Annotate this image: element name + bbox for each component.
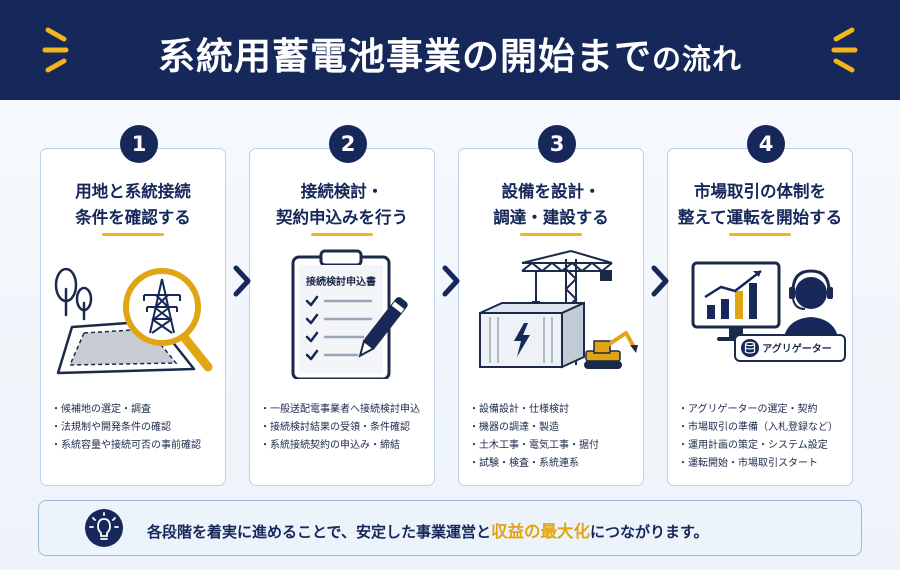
summary-highlight: 収益の最大化 <box>490 522 590 541</box>
page-title: 系統用蓄電池事業の開始までの流れ <box>0 26 900 80</box>
document-label: 接続検討申込書 <box>306 275 376 288</box>
step-title-line: 条件を確認する <box>75 208 191 227</box>
step-bullet-list: ・設備設計・仕様検討 ・機器の調達・製造 ・土木工事・電気工事・据付 ・試験・検… <box>469 401 637 473</box>
list-item: ・一般送配電事業者へ接続検討申込 <box>260 404 420 415</box>
step-number-badge: 2 <box>329 125 367 163</box>
list-item: ・運転開始・市場取引スタート <box>678 458 818 469</box>
page-title-tail: の流れ <box>651 42 742 76</box>
list-item: ・設備設計・仕様検討 <box>469 404 569 415</box>
burst-lines-icon <box>831 27 858 73</box>
list-item: ・法規制や開発条件の確認 <box>51 422 171 433</box>
step-title: 接続検討・ 契約申込みを行う <box>250 179 434 231</box>
list-item: ・接続検討結果の受領・条件確認 <box>260 422 410 433</box>
list-item: ・候補地の選定・調査 <box>51 404 151 415</box>
chevron-right-icon <box>233 265 251 297</box>
step-title: 用地と系統接続 条件を確認する <box>41 179 225 231</box>
page-title-main: 系統用蓄電池事業の開始まで <box>157 35 652 78</box>
summary-text-before: 各段階を着実に進めることで、安定した事業運営と <box>147 523 491 541</box>
step-number-badge: 4 <box>747 125 785 163</box>
step-card-2: 接続検討・ 契約申込みを行う 接続検討申込書 ・一般送配電事業者へ接続検討申込 … <box>249 148 435 486</box>
header-banner: 系統用蓄電池事業の開始までの流れ <box>0 0 900 100</box>
step-card-3: 設備を設計・ 調達・建設する <box>458 148 644 486</box>
summary-footer: 各段階を着実に進めることで、安定した事業運営と収益の最大化につながります。 <box>38 500 862 556</box>
step-title-line: 整えて運転を開始する <box>677 208 843 227</box>
list-item: ・機器の調達・製造 <box>469 422 559 433</box>
step-bullet-list: ・候補地の選定・調査 ・法規制や開発条件の確認 ・系統容量や接続可否の事前確認 <box>51 401 219 455</box>
step-title-line: 用地と系統接続 <box>75 182 191 201</box>
aggregator-badge-label: アグリゲーター <box>762 342 832 355</box>
title-underline <box>729 233 791 236</box>
burst-lines-icon <box>42 27 69 73</box>
list-item: ・市場取引の準備（入札登録など） <box>678 422 838 433</box>
map-magnifier-pylon-icon <box>54 267 213 375</box>
summary-text: 各段階を着実に進めることで、安定した事業運営と収益の最大化につながります。 <box>147 518 708 542</box>
list-item: ・系統容量や接続可否の事前確認 <box>51 440 201 451</box>
step-title: 市場取引の体制を 整えて運転を開始する <box>668 179 852 231</box>
list-item: ・土木工事・電気工事・据付 <box>469 440 599 451</box>
step-title-line: 設備を設計・ <box>501 182 601 201</box>
step-bullet-list: ・アグリゲーターの選定・契約 ・市場取引の準備（入札登録など） ・運用計画の策定… <box>678 401 846 473</box>
monitor-chart-operator-icon: アグリゲーター <box>691 261 846 362</box>
step-number-badge: 3 <box>538 125 576 163</box>
summary-text-after: につながります。 <box>589 523 709 541</box>
chevron-right-icon <box>442 265 460 297</box>
lightbulb-icon <box>85 509 123 547</box>
list-item: ・運用計画の策定・システム設定 <box>678 440 828 451</box>
clipboard-checklist-icon: 接続検討申込書 <box>291 249 408 379</box>
step-bullet-list: ・一般送配電事業者へ接続検討申込 ・接続検討結果の受領・条件確認 ・系統接続契約… <box>260 401 428 455</box>
step-title-line: 接続検討・ <box>300 182 384 201</box>
chevron-right-icon <box>651 265 669 297</box>
title-underline <box>311 233 373 236</box>
title-underline <box>520 233 582 236</box>
step-title: 設備を設計・ 調達・建設する <box>459 179 643 231</box>
title-underline <box>102 233 164 236</box>
list-item: ・アグリゲーターの選定・契約 <box>678 404 818 415</box>
step-title-line: 契約申込みを行う <box>276 208 408 227</box>
step-number-badge: 1 <box>120 125 158 163</box>
step-card-1: 用地と系統接続 条件を確認する <box>40 148 226 486</box>
list-item: ・系統接続契約の申込み・締結 <box>260 440 400 451</box>
step-card-4: 市場取引の体制を 整えて運転を開始する アグリゲーター ・アグリゲーターの <box>667 148 853 486</box>
step-title-line: 調達・建設する <box>493 208 609 227</box>
battery-container-crane-icon <box>479 250 638 369</box>
step-title-line: 市場取引の体制を <box>694 182 826 201</box>
list-item: ・試験・検査・系統連系 <box>469 458 579 469</box>
